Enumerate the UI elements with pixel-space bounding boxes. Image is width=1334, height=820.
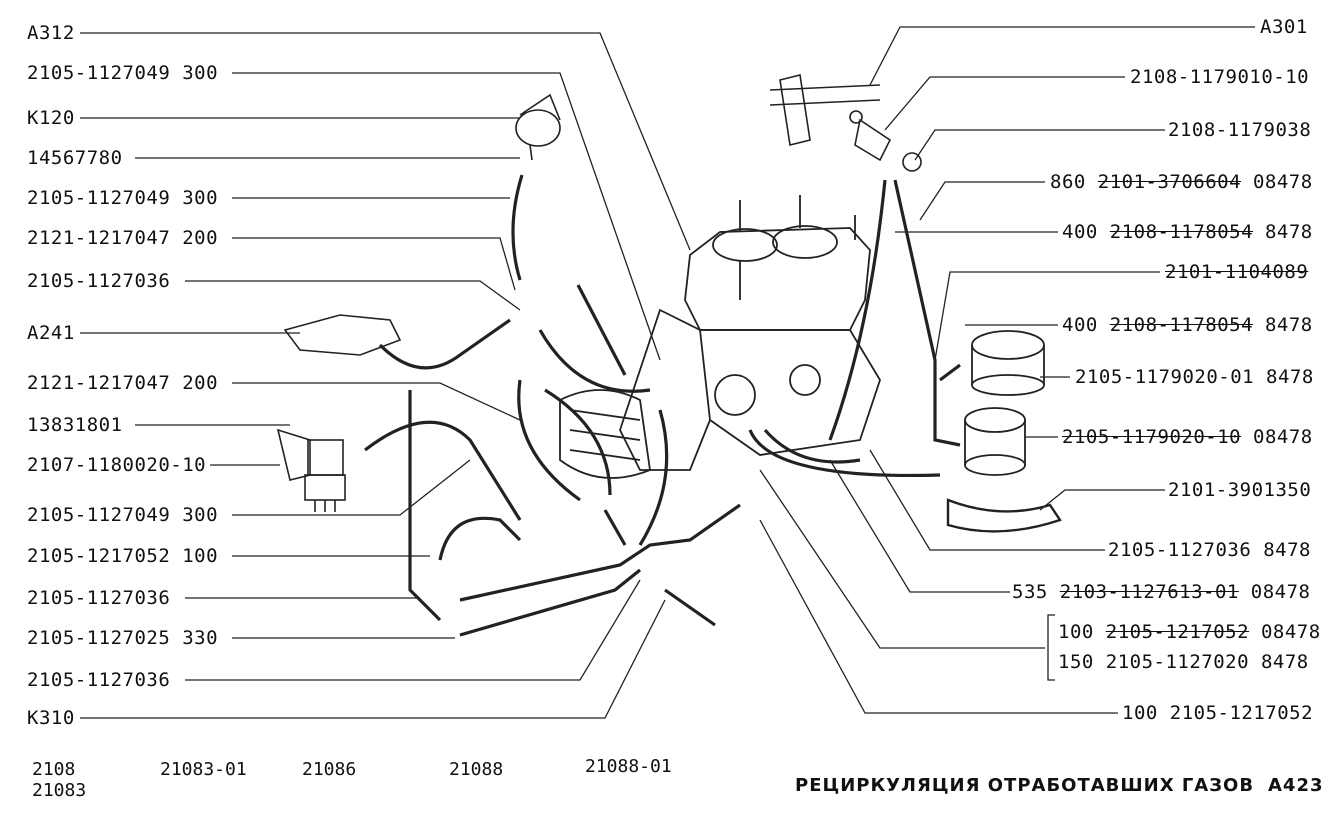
- holding-bracket: [946, 498, 1062, 533]
- pipe-tee-bracket: [283, 314, 402, 356]
- label-2101-3901350: 2101-3901350: [1168, 479, 1312, 501]
- page-title: РЕЦИРКУЛЯЦИЯ ОТРАБОТАВШИХ ГАЗОВ: [795, 775, 1255, 796]
- leader-line: [914, 129, 1165, 161]
- leader-line: [80, 599, 666, 719]
- label-2108-1179010-10: 2108-1179010-10: [1130, 66, 1310, 88]
- label-2105-1127025-330: 2105-1127025 330: [27, 627, 219, 649]
- label-400-2108-1178054-a: 400 2108-1178054 8478: [1062, 221, 1313, 243]
- carburetor: [559, 195, 881, 479]
- leader-line: [829, 459, 1010, 593]
- label-2105-1179020-01: 2105-1179020-01 8478: [1075, 366, 1314, 388]
- label-860-2101-3706604: 860 2101-3706604 08478: [1050, 171, 1313, 193]
- label-a301: А301: [1260, 16, 1308, 38]
- leader-line: [232, 72, 661, 361]
- label-100-2105-1217052-08478: 100 2105-1217052 08478: [1058, 621, 1321, 643]
- leader-line: [232, 237, 516, 291]
- label-13831801: 13831801: [27, 414, 123, 436]
- model-21086: 21086: [302, 759, 357, 780]
- leader-line: [759, 519, 1118, 714]
- label-2105-1127049-300-c: 2105-1127049 300: [27, 504, 219, 526]
- label-2105-1127049-300-b: 2105-1127049 300: [27, 187, 219, 209]
- fuel-filter: [964, 330, 1045, 476]
- leader-line: [884, 76, 1125, 131]
- label-2105-1127036-c: 2105-1127036: [27, 669, 171, 691]
- leader-line: [232, 382, 521, 421]
- label-2108-1179038: 2108-1179038: [1168, 119, 1312, 141]
- model-21088-01: 21088-01: [585, 756, 672, 777]
- hoses: [364, 174, 961, 637]
- label-150-2105-1127020: 150 2105-1127020 8478: [1058, 651, 1309, 673]
- model-21083: 21083: [32, 780, 87, 801]
- leader-line: [934, 271, 1160, 361]
- label-2105-1179020-10: 2105-1179020-10 08478: [1062, 426, 1313, 448]
- label-2105-1127049-300-a: 2105-1127049 300: [27, 62, 219, 84]
- label-2105-1127036-8478: 2105-1127036 8478: [1108, 539, 1311, 561]
- leader-line: [919, 181, 1045, 221]
- label-2121-1217047-200-a: 2121-1217047 200: [27, 227, 219, 249]
- label-a312: А312: [27, 22, 75, 44]
- bracket: [1047, 614, 1055, 681]
- connector-block: [769, 74, 922, 172]
- leader-line: [80, 32, 691, 251]
- model-2108: 2108: [32, 759, 76, 780]
- model-21088: 21088: [449, 759, 504, 780]
- leader-line: [1039, 489, 1165, 511]
- page-code: А423: [1268, 775, 1324, 796]
- label-100-2105-1217052: 100 2105-1217052: [1122, 702, 1314, 724]
- label-2105-1127036-b: 2105-1127036: [27, 587, 171, 609]
- leader-line: [232, 459, 471, 516]
- leader-line: [185, 280, 521, 311]
- leader-line: [869, 449, 1105, 551]
- thermo-valve: [276, 428, 346, 512]
- label-2121-1217047-200-b: 2121-1217047 200: [27, 372, 219, 394]
- leader-line: [869, 26, 1255, 86]
- label-2105-1127036-a: 2105-1127036: [27, 270, 171, 292]
- label-2107-1180020-10: 2107-1180020-10: [27, 454, 207, 476]
- label-2105-1217052-100: 2105-1217052 100: [27, 545, 219, 567]
- egr-valve: [515, 93, 561, 161]
- label-k120: К120: [27, 107, 75, 129]
- label-535-2103-1127613-01: 535 2103-1127613-01 08478: [1012, 581, 1311, 603]
- leader-line: [759, 469, 1045, 649]
- label-2101-1104089: 2101-1104089: [1165, 261, 1309, 283]
- leader-line: [185, 579, 641, 681]
- label-k310: К310: [27, 707, 75, 729]
- model-21083-01: 21083-01: [160, 759, 247, 780]
- label-400-2108-1178054-b: 400 2108-1178054 8478: [1062, 314, 1313, 336]
- label-14567780: 14567780: [27, 147, 123, 169]
- label-a241: А241: [27, 322, 75, 344]
